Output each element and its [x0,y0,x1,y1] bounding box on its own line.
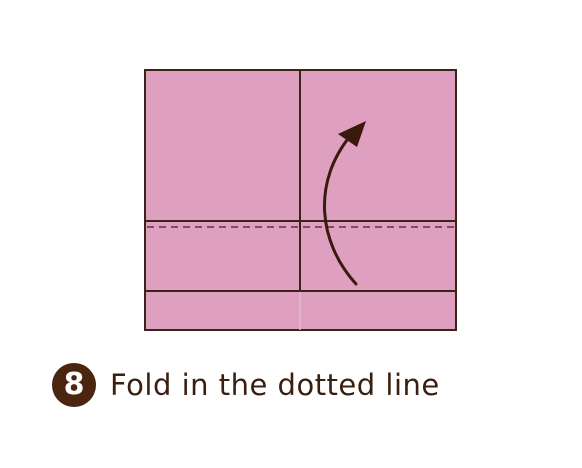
step-number-badge: 8 [52,363,96,407]
step-caption: 8 Fold in the dotted line [52,362,440,408]
step-instruction: Fold in the dotted line [110,368,440,402]
curved-arrow-up-icon [323,121,366,286]
